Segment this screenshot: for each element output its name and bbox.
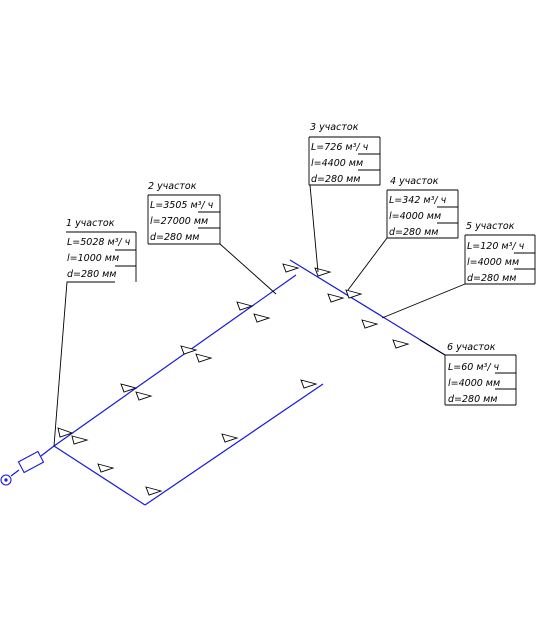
leader-line-5 [381,283,466,319]
diffusers [57,263,410,496]
section-label-5: 5 участок L=120 м³/ ч l=4000 мм d=280 мм [464,221,536,285]
section-title: 3 участок [310,122,359,133]
flow-rate: L=5028 м³/ ч [67,237,131,248]
flow-rate: L=3505 м³/ ч [150,200,214,211]
diffuser-icon [392,339,410,349]
flow-rate: L=120 м³/ ч [467,241,525,252]
flow-rate: L=60 м³/ ч [448,362,500,373]
diffuser-icon [236,301,254,311]
leader-line-1 [53,281,115,447]
diffuser-icon [282,263,300,273]
duct-network [53,259,446,506]
length: l=1000 мм [67,253,119,264]
duct-main-line [53,274,297,447]
length: l=4000 мм [389,211,441,222]
diameter: d=280 мм [389,227,438,238]
diffuser-icon [361,319,379,329]
diameter: d=280 мм [311,174,360,185]
section-label-6: 6 участок L=60 м³/ ч l=4000 мм d=280 мм [444,342,517,406]
section-label-3: 3 участок L=726 м³/ ч l=4400 мм d=280 мм [308,122,381,186]
section-title: 2 участок [148,181,197,192]
diffuser-icon [71,435,89,445]
diameter: d=280 мм [467,273,516,284]
diffuser-icon [300,379,318,389]
section-title: 4 участок [390,176,439,187]
diameter: d=280 мм [448,394,497,405]
leader-line-3 [309,184,319,273]
diffuser-icon [57,427,74,438]
diffuser-icon [120,383,138,393]
section-title: 6 участок [447,342,496,353]
flow-rate: L=726 м³/ ч [311,142,369,153]
duct-lower-left [53,445,146,506]
diffuser-icon [345,289,363,299]
filter-box [17,450,45,474]
duct-lower-bottom [144,383,324,506]
leader-lines [53,184,466,447]
diffuser-icon [145,486,163,496]
length: l=4400 мм [311,158,363,169]
section-label-1: 1 участок L=5028 м³/ ч l=1000 мм d=280 м… [66,218,137,282]
section-title: 5 участок [466,221,515,232]
leader-line-2 [219,243,277,295]
section-title: 1 участок [66,218,115,229]
diffuser-icon [195,353,213,363]
diffuser-icon [327,293,345,303]
diffuser-icon [97,463,115,473]
diffuser-icon [135,391,153,401]
fan-unit [0,445,55,486]
diameter: d=280 мм [67,269,116,280]
length: l=4000 мм [448,378,500,389]
section-label-2: 2 участок L=3505 м³/ ч l=27000 мм d=280 … [147,181,221,245]
diffuser-icon [180,345,198,355]
section-label-4: 4 участок L=342 м³/ ч l=4000 мм d=280 мм [386,176,459,239]
diffuser-icon [314,267,332,277]
flow-rate: L=342 м³/ ч [389,195,447,206]
length: l=4000 мм [467,257,519,268]
fan-icon [0,474,12,486]
length: l=27000 мм [150,216,208,227]
leader-line-6 [419,339,446,356]
duct-branch-right [289,259,446,356]
diffuser-icon [253,313,271,323]
diffuser-icon [221,433,239,443]
diameter: d=280 мм [150,232,199,243]
leader-line-4 [347,237,388,291]
